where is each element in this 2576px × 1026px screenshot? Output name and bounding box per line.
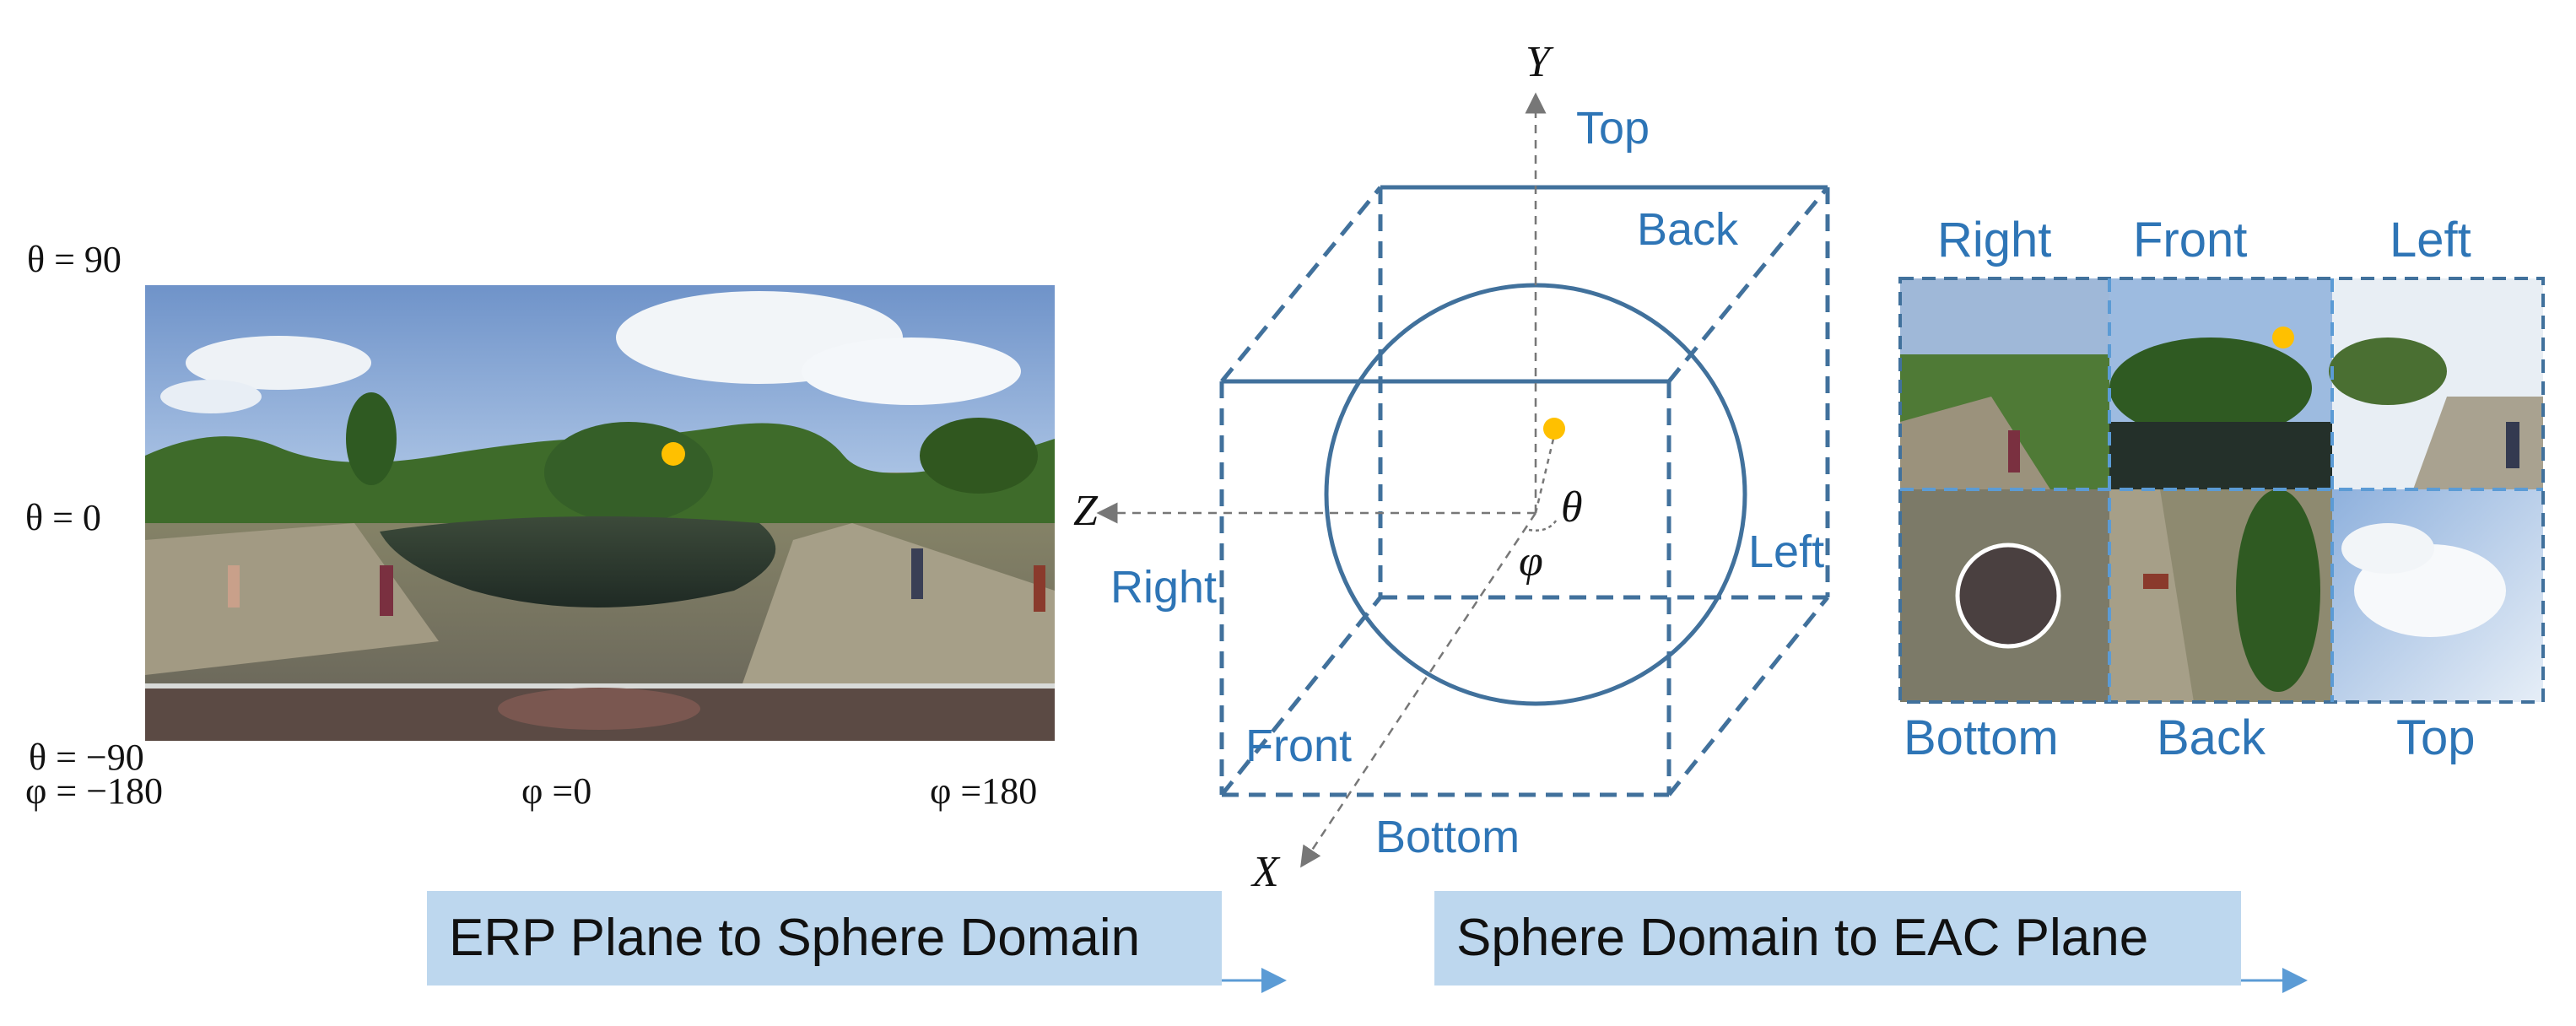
- cube-face-bottom-label: Bottom: [1375, 812, 1520, 862]
- eac-point-marker: [2272, 327, 2294, 348]
- eac-bottom-label-1: Back: [2157, 710, 2266, 765]
- cube-face-back-label: Back: [1637, 204, 1739, 255]
- erp-phi-right-label: φ =180: [930, 770, 1037, 812]
- erp-to-sphere-banner: ERP Plane to Sphere Domain: [427, 891, 1222, 986]
- cube-face-right-label: Right: [1110, 562, 1217, 613]
- erp-theta-bottom-label: θ = −90: [29, 737, 144, 778]
- axis-y-label: Y: [1526, 38, 1554, 86]
- erp-theta-top-label: θ = 90: [27, 239, 122, 280]
- eac-bottom-label-0: Bottom: [1904, 710, 2059, 765]
- phi-angle-label: φ: [1519, 537, 1543, 586]
- erp-phi-mid-label: φ =0: [521, 770, 591, 812]
- cube-face-top-label: Top: [1576, 103, 1650, 154]
- cube-face-left-label: Left: [1748, 526, 1824, 577]
- axis-x-label: X: [1250, 848, 1281, 896]
- sphere-to-eac-banner: Sphere Domain to EAC Plane: [1434, 891, 2241, 986]
- eac-top-label-1: Front: [2133, 213, 2247, 267]
- eac-plane-image: [1900, 278, 2543, 702]
- eac-top-label-0: Right: [1937, 213, 2051, 267]
- eac-top-label-2: Left: [2390, 213, 2471, 267]
- cube-wireframe: [1219, 185, 1830, 797]
- sphere-point-marker: [1543, 418, 1565, 440]
- erp-phi-left-label: φ = −180: [25, 770, 163, 812]
- eac-grid-lines: [1898, 277, 2545, 704]
- erp-panorama-image: [145, 285, 1055, 741]
- erp-point-marker: [662, 442, 685, 466]
- eac-bottom-label-2: Top: [2396, 710, 2476, 765]
- coordinate-axes: [1096, 92, 1559, 868]
- axis-z-label: Z: [1073, 487, 1099, 535]
- theta-angle-label: θ: [1561, 483, 1583, 532]
- cube-face-front-label: Front: [1245, 721, 1352, 771]
- erp-theta-mid-label: θ = 0: [25, 497, 101, 538]
